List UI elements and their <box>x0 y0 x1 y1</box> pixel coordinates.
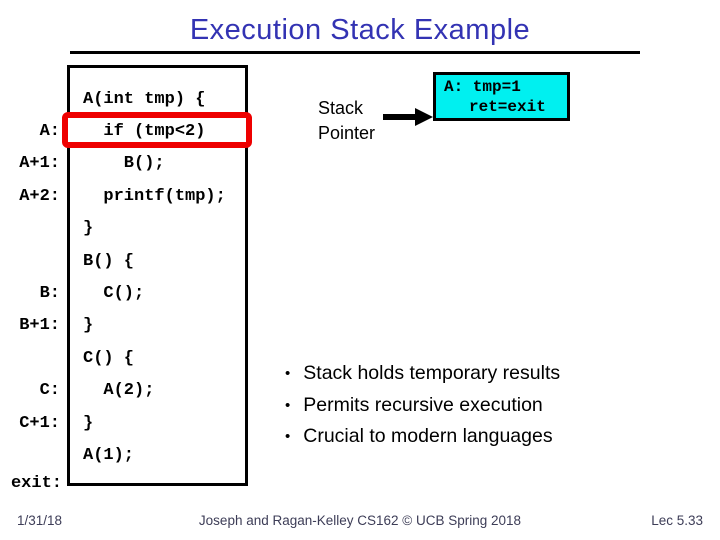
code-line: A(1); <box>83 445 135 465</box>
code-row: A+1: B(); <box>0 148 226 180</box>
code-line-highlighted: if (tmp<2) <box>83 122 206 142</box>
code-rows: A(int tmp) { A: if (tmp<2) A+1: B(); A+2… <box>0 83 226 472</box>
bullet-dot-icon: • <box>285 428 291 446</box>
code-row: A+2: printf(tmp); <box>0 180 226 212</box>
footer-date: 1/31/18 <box>17 513 63 528</box>
bullet-dot-icon: • <box>285 396 291 414</box>
code-line: } <box>83 219 94 239</box>
bullet-text: Permits recursive execution <box>303 393 543 416</box>
code-line: } <box>83 413 94 433</box>
code-row: A: if (tmp<2) <box>0 115 226 147</box>
code-line: C() { <box>83 348 135 368</box>
code-line: C(); <box>83 284 145 304</box>
code-row: C+1: } <box>0 407 226 439</box>
code-line: B() { <box>83 251 135 271</box>
address-label: B+1: <box>19 316 60 336</box>
code-line: } <box>83 316 94 336</box>
stack-pointer-label: Stack Pointer <box>318 96 375 146</box>
bullet-text: Stack holds temporary results <box>303 362 561 384</box>
code-row: } <box>0 213 226 245</box>
address-label: A: <box>39 122 60 142</box>
stack-frame-line1: A: tmp=1 <box>444 78 521 96</box>
bullet-list: • Stack holds temporary results • Permit… <box>285 362 560 457</box>
address-label: C: <box>39 381 60 401</box>
address-label: C+1: <box>19 413 60 433</box>
stack-frame-box: A: tmp=1 ret=exit <box>433 72 570 121</box>
code-line: A(int tmp) { <box>83 89 206 109</box>
bullet-dot-icon: • <box>285 365 291 382</box>
code-line: A(2); <box>83 381 155 401</box>
current-instruction-highlight <box>62 112 252 148</box>
footer-lecture: Lec 5.33 <box>651 513 703 528</box>
code-row: B+1: } <box>0 310 226 342</box>
code-row: B: C(); <box>0 277 226 309</box>
bullet-item: • Crucial to modern languages <box>285 425 560 457</box>
bullet-text: Crucial to modern languages <box>303 425 553 448</box>
title-underline <box>70 51 640 54</box>
address-label: B: <box>39 284 60 304</box>
stack-frame-line2: ret=exit <box>469 98 546 116</box>
code-row: A(1); <box>0 439 226 471</box>
address-label: A+1: <box>19 154 60 174</box>
stack-pointer-label-line2: Pointer <box>318 123 376 143</box>
footer-course: Joseph and Ragan-Kelley CS162 © UCB Spri… <box>198 513 522 528</box>
code-line: printf(tmp); <box>83 186 226 206</box>
code-row: C() { <box>0 342 226 374</box>
page-title: Execution Stack Example <box>189 14 531 46</box>
bullet-item: • Stack holds temporary results <box>285 362 560 394</box>
stack-pointer-arrow-icon <box>383 114 419 120</box>
stack-pointer-label-line1: Stack <box>318 98 364 118</box>
code-row: C: A(2); <box>0 375 226 407</box>
stack-pointer-arrowhead-icon <box>415 108 433 126</box>
bullet-item: • Permits recursive execution <box>285 394 560 426</box>
code-row: B() { <box>0 245 226 277</box>
exit-address-label: exit: <box>10 474 62 493</box>
address-label: A+2: <box>19 186 60 206</box>
code-row: A(int tmp) { <box>0 83 226 115</box>
code-line: B(); <box>83 154 165 174</box>
